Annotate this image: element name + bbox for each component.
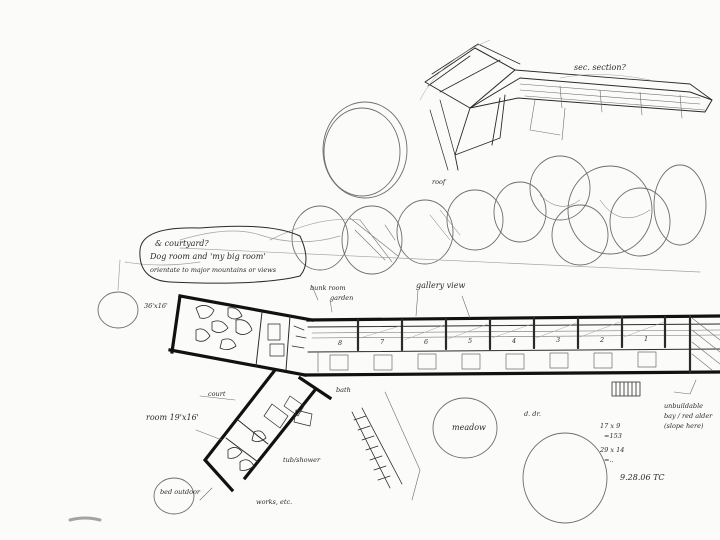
garden-note: garden xyxy=(330,294,353,302)
circle-note: 36'x16' xyxy=(144,302,168,310)
west-wing xyxy=(168,294,314,377)
entry-note-3: & courtyard? xyxy=(155,239,209,248)
south-wing xyxy=(202,367,421,501)
roof-note: roof xyxy=(432,178,447,186)
right-note-2: bay / red alder xyxy=(664,412,713,420)
topography-lines xyxy=(117,218,701,291)
outdoor-note: bed outdoor xyxy=(160,488,201,496)
main-wing: 8 7 6 5 4 3 2 1 xyxy=(303,314,720,397)
room-number: 1 xyxy=(644,335,648,343)
room-dim-note: room 19'x16' xyxy=(146,413,199,422)
tree-canopy xyxy=(97,101,707,524)
bath-note: bath xyxy=(336,386,351,394)
note-bubble: & courtyard? Dog room and 'my big room' … xyxy=(139,225,307,284)
right-note-3: (slope here) xyxy=(664,422,704,430)
shower-note: tub/shower xyxy=(283,456,321,464)
signature: 9.28.06 TC xyxy=(620,473,665,482)
dims-1: 17 x 9 xyxy=(600,422,620,430)
gallery-view-note: gallery view xyxy=(416,281,465,290)
perspective-sketch xyxy=(419,39,713,171)
bunk-note: bunk room xyxy=(310,284,346,292)
room-number: 4 xyxy=(511,337,516,345)
door-note: d. dr. xyxy=(524,410,541,418)
annotations xyxy=(195,285,697,501)
section-note: sec. section? xyxy=(574,63,626,72)
dims-2: =153 xyxy=(604,432,622,440)
room-number: 7 xyxy=(380,338,385,346)
works-note: works, etc. xyxy=(256,498,292,506)
meadow-note: meadow xyxy=(452,423,486,432)
dims-4: =.. xyxy=(604,456,614,464)
room-number: 2 xyxy=(599,336,604,344)
room-numbers: 8 7 6 5 4 3 2 1 xyxy=(338,335,648,347)
room-number: 6 xyxy=(424,338,428,346)
entry-note-2: orientate to major mountains or views xyxy=(150,266,277,274)
room-number: 5 xyxy=(468,337,472,345)
room-number: 3 xyxy=(556,336,560,344)
right-note-1: unbuildable xyxy=(664,402,703,410)
dims-3: 29 x 14 xyxy=(599,446,624,454)
smudge xyxy=(68,516,102,522)
court-note: court xyxy=(208,390,226,398)
room-number: 8 xyxy=(338,339,342,347)
entry-note-1: Dog room and 'my big room' xyxy=(149,252,266,261)
